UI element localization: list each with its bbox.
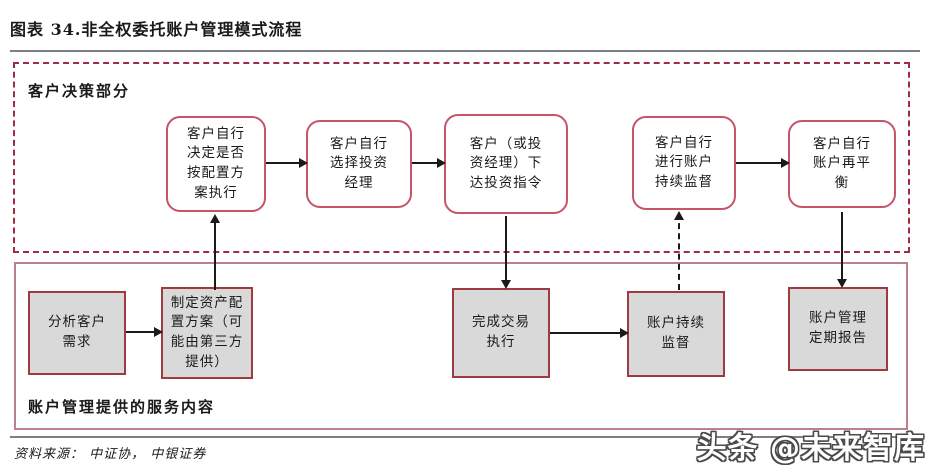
figure-title: 图表 34.非全权委托账户管理模式流程 xyxy=(10,20,303,39)
account-services-section-label: 账户管理提供的服务内容 xyxy=(28,398,216,416)
source-note: 资料来源： 中证协， 中银证券 xyxy=(14,447,207,462)
arrow-orders-down-to-execution xyxy=(501,216,511,289)
box-customer-issue-orders: 客户（或投 资经理）下 达投资指令 xyxy=(444,114,568,214)
customer-decision-section-label: 客户决策部分 xyxy=(28,82,131,100)
account-services-section xyxy=(14,262,908,430)
arrow-monitor-to-rebalance xyxy=(736,158,790,168)
arrow-decide-to-select-manager xyxy=(266,158,308,168)
box-customer-rebalance: 客户自行 账户再平 衡 xyxy=(788,120,896,208)
arrow-rebalance-down-to-report xyxy=(837,212,847,288)
box-customer-decide-execute: 客户自行 决定是否 按配置方 案执行 xyxy=(166,116,266,212)
bottom-divider-line xyxy=(10,436,920,438)
toutiao-watermark: 头条 @未来智库 xyxy=(696,431,925,466)
arrow-plan-up-to-decide xyxy=(210,214,220,290)
box-customer-monitor-account: 客户自行 进行账户 持续监督 xyxy=(632,116,736,210)
box-ongoing-account-monitoring: 账户持续 监督 xyxy=(627,291,725,377)
box-complete-trade-execution: 完成交易 执行 xyxy=(452,288,550,378)
box-analyze-client-needs: 分析客户 需求 xyxy=(28,291,126,375)
arrow-analyze-to-plan xyxy=(126,327,163,337)
customer-decision-section xyxy=(13,62,910,253)
arrow-execution-to-monitoring xyxy=(550,328,629,338)
box-create-allocation-plan: 制定资产配 置方案（可 能由第三方 提供） xyxy=(161,287,253,379)
box-customer-select-manager: 客户自行 选择投资 经理 xyxy=(306,120,412,208)
arrow-monitoring-dashed-up-to-customer-monitor xyxy=(674,211,684,290)
title-divider-line xyxy=(10,50,920,52)
box-periodic-management-report: 账户管理 定期报告 xyxy=(788,287,888,371)
arrow-select-manager-to-issue-orders xyxy=(412,158,446,168)
